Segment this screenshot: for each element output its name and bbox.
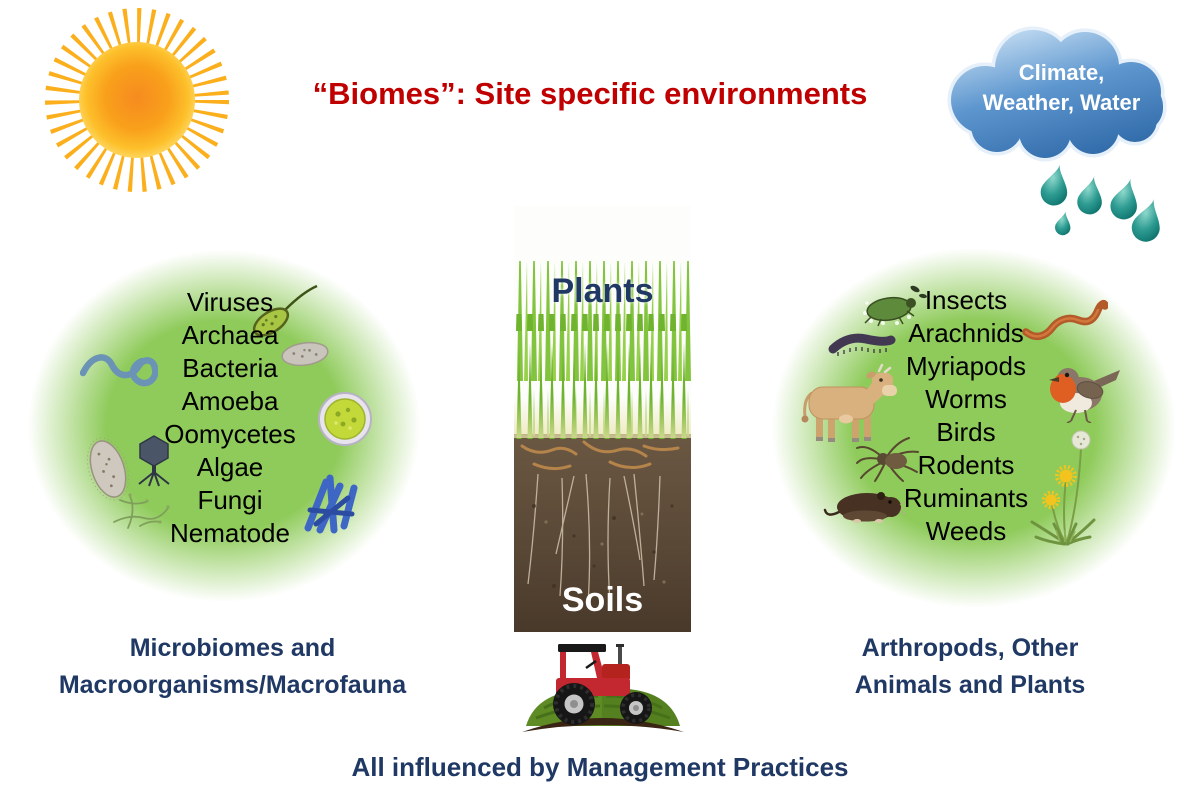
left-caption-line1: Microbiomes and (129, 634, 336, 662)
list-item: Oomycetes (164, 419, 296, 449)
list-item: Ruminants (903, 483, 1029, 513)
rain-cloud: Climate, Weather, Water (933, 22, 1190, 174)
right-caption: Arthropods, Other Animals and Plants (770, 630, 1170, 704)
robin-icon (1049, 368, 1120, 423)
list-item: Arachnids (908, 318, 1024, 348)
bacteriophage-icon (138, 435, 170, 487)
algae-cell-icon (318, 392, 372, 446)
right-caption-line1: Arthropods, Other (861, 634, 1079, 662)
archaeon-icon (281, 341, 329, 367)
left-caption: Microbiomes and Macroorganisms/Macrofaun… (20, 630, 445, 704)
footer-caption: All influenced by Management Practices (351, 752, 849, 782)
microbiome-oval: Viruses Archaea Bacteria Amoeba Oomycete… (28, 250, 420, 602)
cloud-label: Climate, Weather, Water (933, 58, 1190, 118)
millipede-icon (828, 333, 896, 356)
list-item: Worms (925, 384, 1007, 414)
right-caption-line2: Animals and Plants (854, 671, 1086, 699)
list-item: Amoeba (181, 386, 279, 416)
list-item: Viruses (186, 287, 274, 317)
grass-soil-image: Plants Soils (514, 206, 691, 632)
cloud-label-line2: Weather, Water (982, 90, 1141, 115)
raindrops-icon (1038, 161, 1168, 246)
fungal-hyphae-icon (113, 493, 170, 529)
list-item: Algae (196, 452, 264, 482)
cloud-label-line1: Climate, (1018, 60, 1105, 85)
list-item: Bacteria (182, 353, 278, 383)
sun-icon (45, 8, 229, 192)
list-item: Rodents (917, 450, 1015, 480)
beetle-icon (863, 285, 927, 327)
spider-icon (856, 437, 919, 482)
dandelion-icon (1030, 430, 1096, 546)
tractor-icon (522, 644, 684, 732)
paramecium-icon (86, 437, 130, 501)
list-item: Myriapods (906, 351, 1026, 381)
list-item: Nematode (170, 518, 290, 548)
vole-icon (823, 492, 905, 523)
list-item: Weeds (925, 516, 1007, 546)
list-item: Insects (924, 285, 1008, 315)
soils-label: Soils (561, 581, 644, 619)
page-title: “Biomes”: Site specific environments (312, 76, 868, 111)
macrofauna-oval: Insects Arachnids Myriapods Worms Birds … (772, 248, 1176, 608)
plants-label: Plants (551, 272, 654, 310)
list-item: Fungi (197, 485, 263, 515)
grass-soil-graphic (514, 206, 691, 632)
nematode-icon (80, 354, 158, 387)
microbiome-list: Viruses Archaea Bacteria Amoeba Oomycete… (28, 286, 420, 550)
earthworm-icon (1022, 300, 1108, 341)
left-caption-line2: Macroorganisms/Macrofauna (58, 671, 407, 699)
bacterium-icon (252, 284, 318, 337)
macrofauna-list: Insects Arachnids Myriapods Worms Birds … (772, 284, 1176, 548)
blue-fungus-icon (304, 474, 358, 534)
list-item: Archaea (181, 320, 279, 350)
list-item: Birds (936, 417, 996, 447)
cow-icon (801, 363, 897, 442)
rain-cloud-icon (947, 26, 1167, 162)
